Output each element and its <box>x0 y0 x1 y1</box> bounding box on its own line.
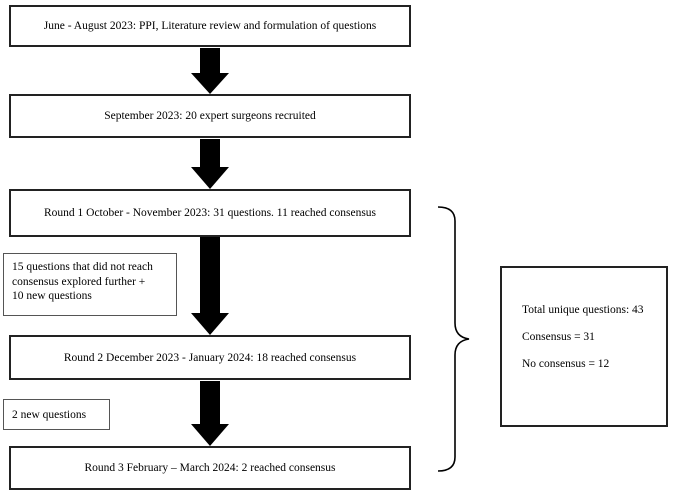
note-box-round-2-followup: 2 new questions <box>3 399 110 430</box>
down-arrow-icon <box>191 139 229 189</box>
stage-text-recruitment: September 2023: 20 expert surgeons recru… <box>104 110 316 122</box>
stage-text-planning: June - August 2023: PPI, Literature revi… <box>43 20 377 32</box>
stage-text-round-2: Round 2 December 2023 - January 2024: 18… <box>63 351 357 364</box>
note-line: consensus explored further + <box>12 275 146 288</box>
note-line: 10 new questions <box>12 290 92 302</box>
note-line: 2 new questions <box>12 408 87 421</box>
stage-box-round-1: Round 1 October - November 2023: 31 ques… <box>9 189 411 237</box>
summary-box: Total unique questions: 43 Consensus = 3… <box>500 266 668 427</box>
stage-box-round-2: Round 2 December 2023 - January 2024: 18… <box>9 335 411 380</box>
note-line: 15 questions that did not reach <box>12 261 153 273</box>
stage-box-round-3: Round 3 February – March 2024: 2 reached… <box>9 446 411 490</box>
stage-text-round-3: Round 3 February – March 2024: 2 reached… <box>84 462 336 474</box>
stage-text-round-1: Round 1 October - November 2023: 31 ques… <box>43 207 377 219</box>
stage-box-recruitment: September 2023: 20 expert surgeons recru… <box>9 94 411 138</box>
curly-brace-icon <box>437 206 470 472</box>
summary-total: Total unique questions: 43 <box>522 304 644 316</box>
stage-box-planning: June - August 2023: PPI, Literature revi… <box>9 5 411 47</box>
summary-consensus: Consensus = 31 <box>522 331 595 343</box>
down-arrow-icon <box>191 48 229 94</box>
summary-no-consensus: No consensus = 12 <box>522 358 610 370</box>
down-arrow-icon <box>191 237 229 335</box>
note-box-round-1-followup: 15 questions that did not reach consensu… <box>3 253 177 316</box>
down-arrow-icon <box>191 381 229 446</box>
